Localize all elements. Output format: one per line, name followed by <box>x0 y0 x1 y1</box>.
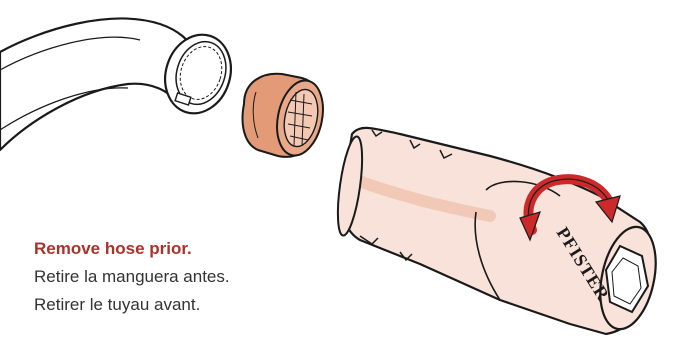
instruction-caption: Remove hose prior. Retire la manguera an… <box>34 235 354 319</box>
instruction-english: Remove hose prior. <box>34 235 354 263</box>
cartridge <box>243 74 330 160</box>
removal-tool <box>333 128 664 334</box>
instruction-spanish: Retire la manguera antes. <box>34 263 354 291</box>
instruction-french: Retirer le tuyau avant. <box>34 291 354 319</box>
